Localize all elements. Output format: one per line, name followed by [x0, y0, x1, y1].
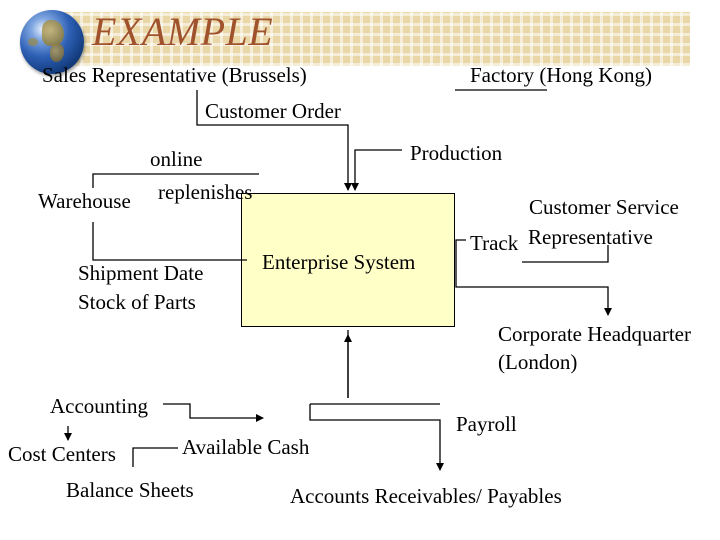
page-title: EXAMPLE [92, 9, 274, 54]
service-rep-line [522, 245, 609, 263]
warehouse-label: Warehouse [38, 189, 131, 213]
payroll-label: Payroll [456, 412, 517, 436]
stock-of-parts-label: Stock of Parts [78, 290, 196, 314]
sales-rep-label: Sales Representative (Brussels) [42, 63, 307, 87]
production-line [351, 149, 402, 191]
online-label: online [150, 147, 203, 171]
track-line [455, 239, 612, 316]
available-cash-line [132, 447, 178, 467]
balance-sheets-label: Balance Sheets [66, 478, 194, 502]
replenishes-label: replenishes [158, 180, 253, 204]
globe-icon [20, 10, 84, 74]
corporate-hq-label: Corporate Headquarter [498, 322, 691, 346]
shipment-date-label: Shipment Date [78, 261, 204, 285]
representative-label: Representative [528, 225, 653, 249]
accounts-label: Accounts Receivables/ Payables [290, 484, 562, 508]
title-banner [60, 12, 690, 66]
payroll-branch [309, 404, 444, 471]
enterprise-system-label: Enterprise System [262, 250, 416, 274]
factory-label: Factory (Hong Kong) [470, 63, 652, 87]
production-label: Production [410, 141, 503, 165]
sales-to-order-line [196, 90, 352, 191]
accounting-line [163, 403, 264, 422]
enterprise-system-box [241, 193, 455, 327]
customer-service-label: Customer Service [529, 195, 679, 219]
track-label: Track [470, 231, 519, 255]
available-cash-label: Available Cash [182, 435, 310, 459]
customer-order-label: Customer Order [205, 99, 341, 123]
accounting-label: Accounting [50, 394, 148, 418]
london-label: (London) [498, 350, 578, 374]
warehouse-online-line [92, 173, 259, 188]
cost-centers-label: Cost Centers [8, 442, 116, 466]
warehouse-shipment-line [92, 222, 247, 261]
